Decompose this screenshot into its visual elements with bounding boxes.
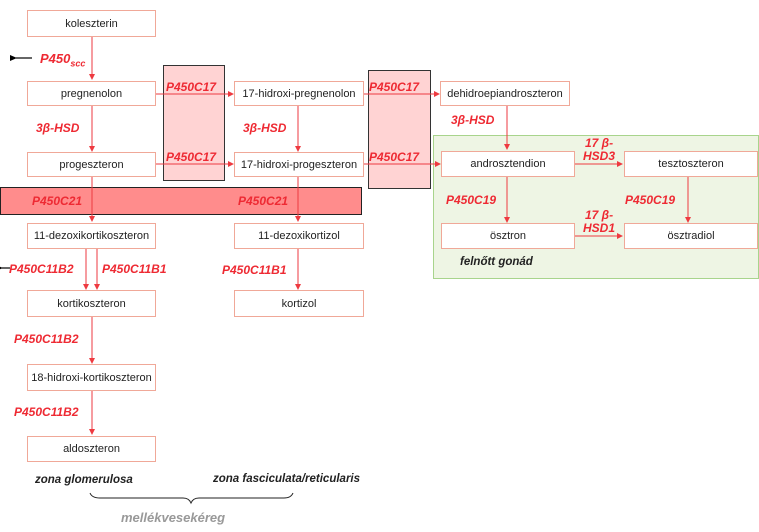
enzyme-17b-hsd3: 17 β- HSD3 bbox=[577, 137, 621, 163]
p450c21-highlight-band bbox=[0, 187, 362, 215]
enzyme-3b-hsd-left: 3β-HSD bbox=[36, 121, 80, 135]
cortex-brace bbox=[89, 492, 294, 505]
compound-17-hidroxi-progeszteron: 17-hidroxi-progeszteron bbox=[234, 152, 364, 177]
compound-progeszteron: progeszteron bbox=[27, 152, 156, 177]
compound-kortizol: kortizol bbox=[234, 290, 364, 317]
enzyme-p450c11b1-b: P450C11B1 bbox=[222, 263, 287, 277]
enzyme-17b-hsd1: 17 β- HSD1 bbox=[577, 209, 621, 235]
compound-11-dezoxikortikoszteron: 11-dezoxikortikoszteron bbox=[27, 223, 156, 249]
compound-androsztendion: androsztendion bbox=[441, 151, 575, 177]
p450c17-highlight-right bbox=[368, 70, 431, 189]
enzyme-p450c17-preg: P450C17 bbox=[166, 80, 217, 94]
compound-kortikoszteron: kortikoszteron bbox=[27, 290, 156, 317]
enzyme-p450c21-left: P450C21 bbox=[32, 194, 83, 208]
compound-11-dezoxikortizol: 11-dezoxikortizol bbox=[234, 223, 364, 249]
enzyme-17b-hsd3-line1: 17 β- bbox=[584, 136, 614, 150]
compound-aldoszteron: aldoszteron bbox=[27, 436, 156, 462]
label-felnott-gonad: felnőtt gonád bbox=[460, 256, 533, 268]
enzyme-3b-hsd-middle: 3β-HSD bbox=[243, 121, 287, 135]
enzyme-17b-hsd1-line2: HSD1 bbox=[582, 221, 615, 235]
enzyme-p450scc-main: P450 bbox=[40, 51, 71, 66]
enzyme-p450c11b2-c: P450C11B2 bbox=[14, 405, 79, 419]
label-zona-fasciculata-reticularis: zona fasciculata/reticularis bbox=[213, 473, 361, 485]
compound-17-hidroxi-pregnenolon: 17-hidroxi-pregnenolon bbox=[234, 81, 364, 106]
compound-osztradiol: ösztradiol bbox=[624, 223, 758, 249]
compound-koleszterin: koleszterin bbox=[27, 10, 156, 37]
label-zona-glomerulosa: zona glomerulosa bbox=[35, 474, 133, 486]
compound-18-hidroxi-kortikoszteron: 18-hidroxi-kortikoszteron bbox=[27, 364, 156, 391]
enzyme-p450c17-17prog: P450C17 bbox=[369, 150, 420, 164]
enzyme-p450c11b2-a: P450C11B2 bbox=[9, 262, 74, 276]
enzyme-p450c19-b: P450C19 bbox=[625, 193, 676, 207]
enzyme-3b-hsd-right: 3β-HSD bbox=[451, 113, 495, 127]
enzyme-p450c19-a: P450C19 bbox=[446, 193, 497, 207]
enzyme-p450c21-right: P450C21 bbox=[238, 194, 289, 208]
compound-osztron: ösztron bbox=[441, 223, 575, 249]
enzyme-p450c17-prog: P450C17 bbox=[166, 150, 217, 164]
enzyme-p450scc: P450scc bbox=[40, 52, 85, 71]
enzyme-p450c11b2-b: P450C11B2 bbox=[14, 332, 79, 346]
enzyme-p450c17-17preg: P450C17 bbox=[369, 80, 420, 94]
compound-tesztoszteron: tesztoszteron bbox=[624, 151, 758, 177]
enzyme-p450scc-sub: scc bbox=[70, 58, 86, 69]
enzyme-17b-hsd1-line1: 17 β- bbox=[584, 208, 614, 222]
p450c17-highlight-left bbox=[163, 65, 225, 181]
compound-pregnenolon: pregnenolon bbox=[27, 81, 156, 106]
compound-dehidroepiandroszteron: dehidroepiandroszteron bbox=[440, 81, 570, 106]
enzyme-17b-hsd3-line2: HSD3 bbox=[582, 149, 615, 163]
enzyme-p450c11b1-a: P450C11B1 bbox=[102, 262, 167, 276]
label-mellekvesekereg: mellékvesekéreg bbox=[121, 510, 226, 525]
